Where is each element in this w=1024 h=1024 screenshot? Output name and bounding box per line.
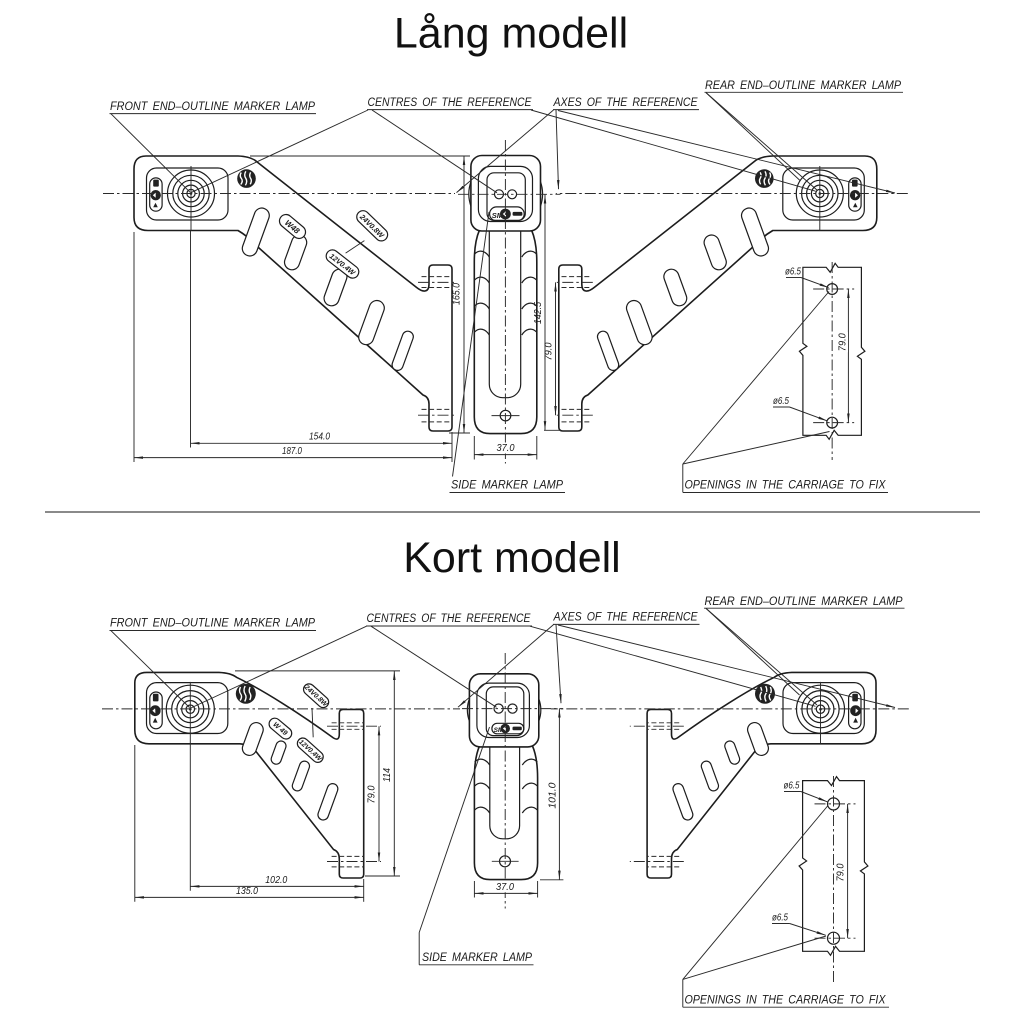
- svg-text:ø6.5: ø6.5: [785, 267, 801, 278]
- svg-text:79.0: 79.0: [838, 333, 849, 351]
- svg-text:AXES OF THE REFERENCE: AXES OF THE REFERENCE: [553, 610, 698, 624]
- svg-text:Lång modell: Lång modell: [394, 10, 628, 58]
- svg-text:142.5: 142.5: [533, 302, 544, 324]
- svg-text:187.0: 187.0: [282, 446, 302, 457]
- svg-text:SM: SM: [494, 727, 504, 734]
- svg-text:154.0: 154.0: [309, 432, 330, 443]
- svg-text:FRONT END–OUTLINE MARKER LAMP: FRONT END–OUTLINE MARKER LAMP: [110, 99, 316, 113]
- svg-text:ø6.5: ø6.5: [773, 396, 789, 407]
- svg-text:AXES OF THE REFERENCE: AXES OF THE REFERENCE: [553, 95, 698, 109]
- svg-text:79.0: 79.0: [367, 785, 378, 803]
- svg-text:37.0: 37.0: [496, 882, 514, 893]
- svg-text:SIDE MARKER LAMP: SIDE MARKER LAMP: [451, 478, 564, 492]
- svg-text:ø6.5: ø6.5: [772, 913, 788, 924]
- svg-text:79.0: 79.0: [836, 863, 847, 881]
- svg-text:ø6.5: ø6.5: [784, 781, 800, 792]
- svg-text:101.0: 101.0: [548, 782, 559, 808]
- svg-text:79.0: 79.0: [543, 342, 554, 360]
- svg-text:CENTRES OF THE REFERENCE: CENTRES OF THE REFERENCE: [368, 95, 533, 109]
- svg-text:SIDE MARKER LAMP: SIDE MARKER LAMP: [422, 950, 533, 964]
- svg-text:FRONT END–OUTLINE MARKER LAMP: FRONT END–OUTLINE MARKER LAMP: [110, 616, 316, 630]
- svg-text:135.0: 135.0: [236, 886, 258, 897]
- svg-text:Kort modell: Kort modell: [403, 534, 620, 582]
- svg-text:CENTRES OF THE REFERENCE: CENTRES OF THE REFERENCE: [367, 611, 532, 625]
- svg-text:165.0: 165.0: [452, 283, 463, 305]
- svg-text:102.0: 102.0: [265, 875, 287, 886]
- svg-text:37.0: 37.0: [497, 443, 515, 454]
- svg-text:OPENINGS IN THE CARRIAGE TO FI: OPENINGS IN THE CARRIAGE TO FIX: [685, 992, 887, 1006]
- svg-text:SM: SM: [492, 211, 504, 220]
- svg-text:REAR END–OUTLINE MARKER LAMP: REAR END–OUTLINE MARKER LAMP: [705, 78, 902, 92]
- svg-text:114: 114: [382, 768, 393, 782]
- svg-text:OPENINGS IN THE CARRIAGE TO FI: OPENINGS IN THE CARRIAGE TO FIX: [685, 478, 887, 492]
- svg-text:REAR END–OUTLINE MARKER LAMP: REAR END–OUTLINE MARKER LAMP: [705, 594, 904, 608]
